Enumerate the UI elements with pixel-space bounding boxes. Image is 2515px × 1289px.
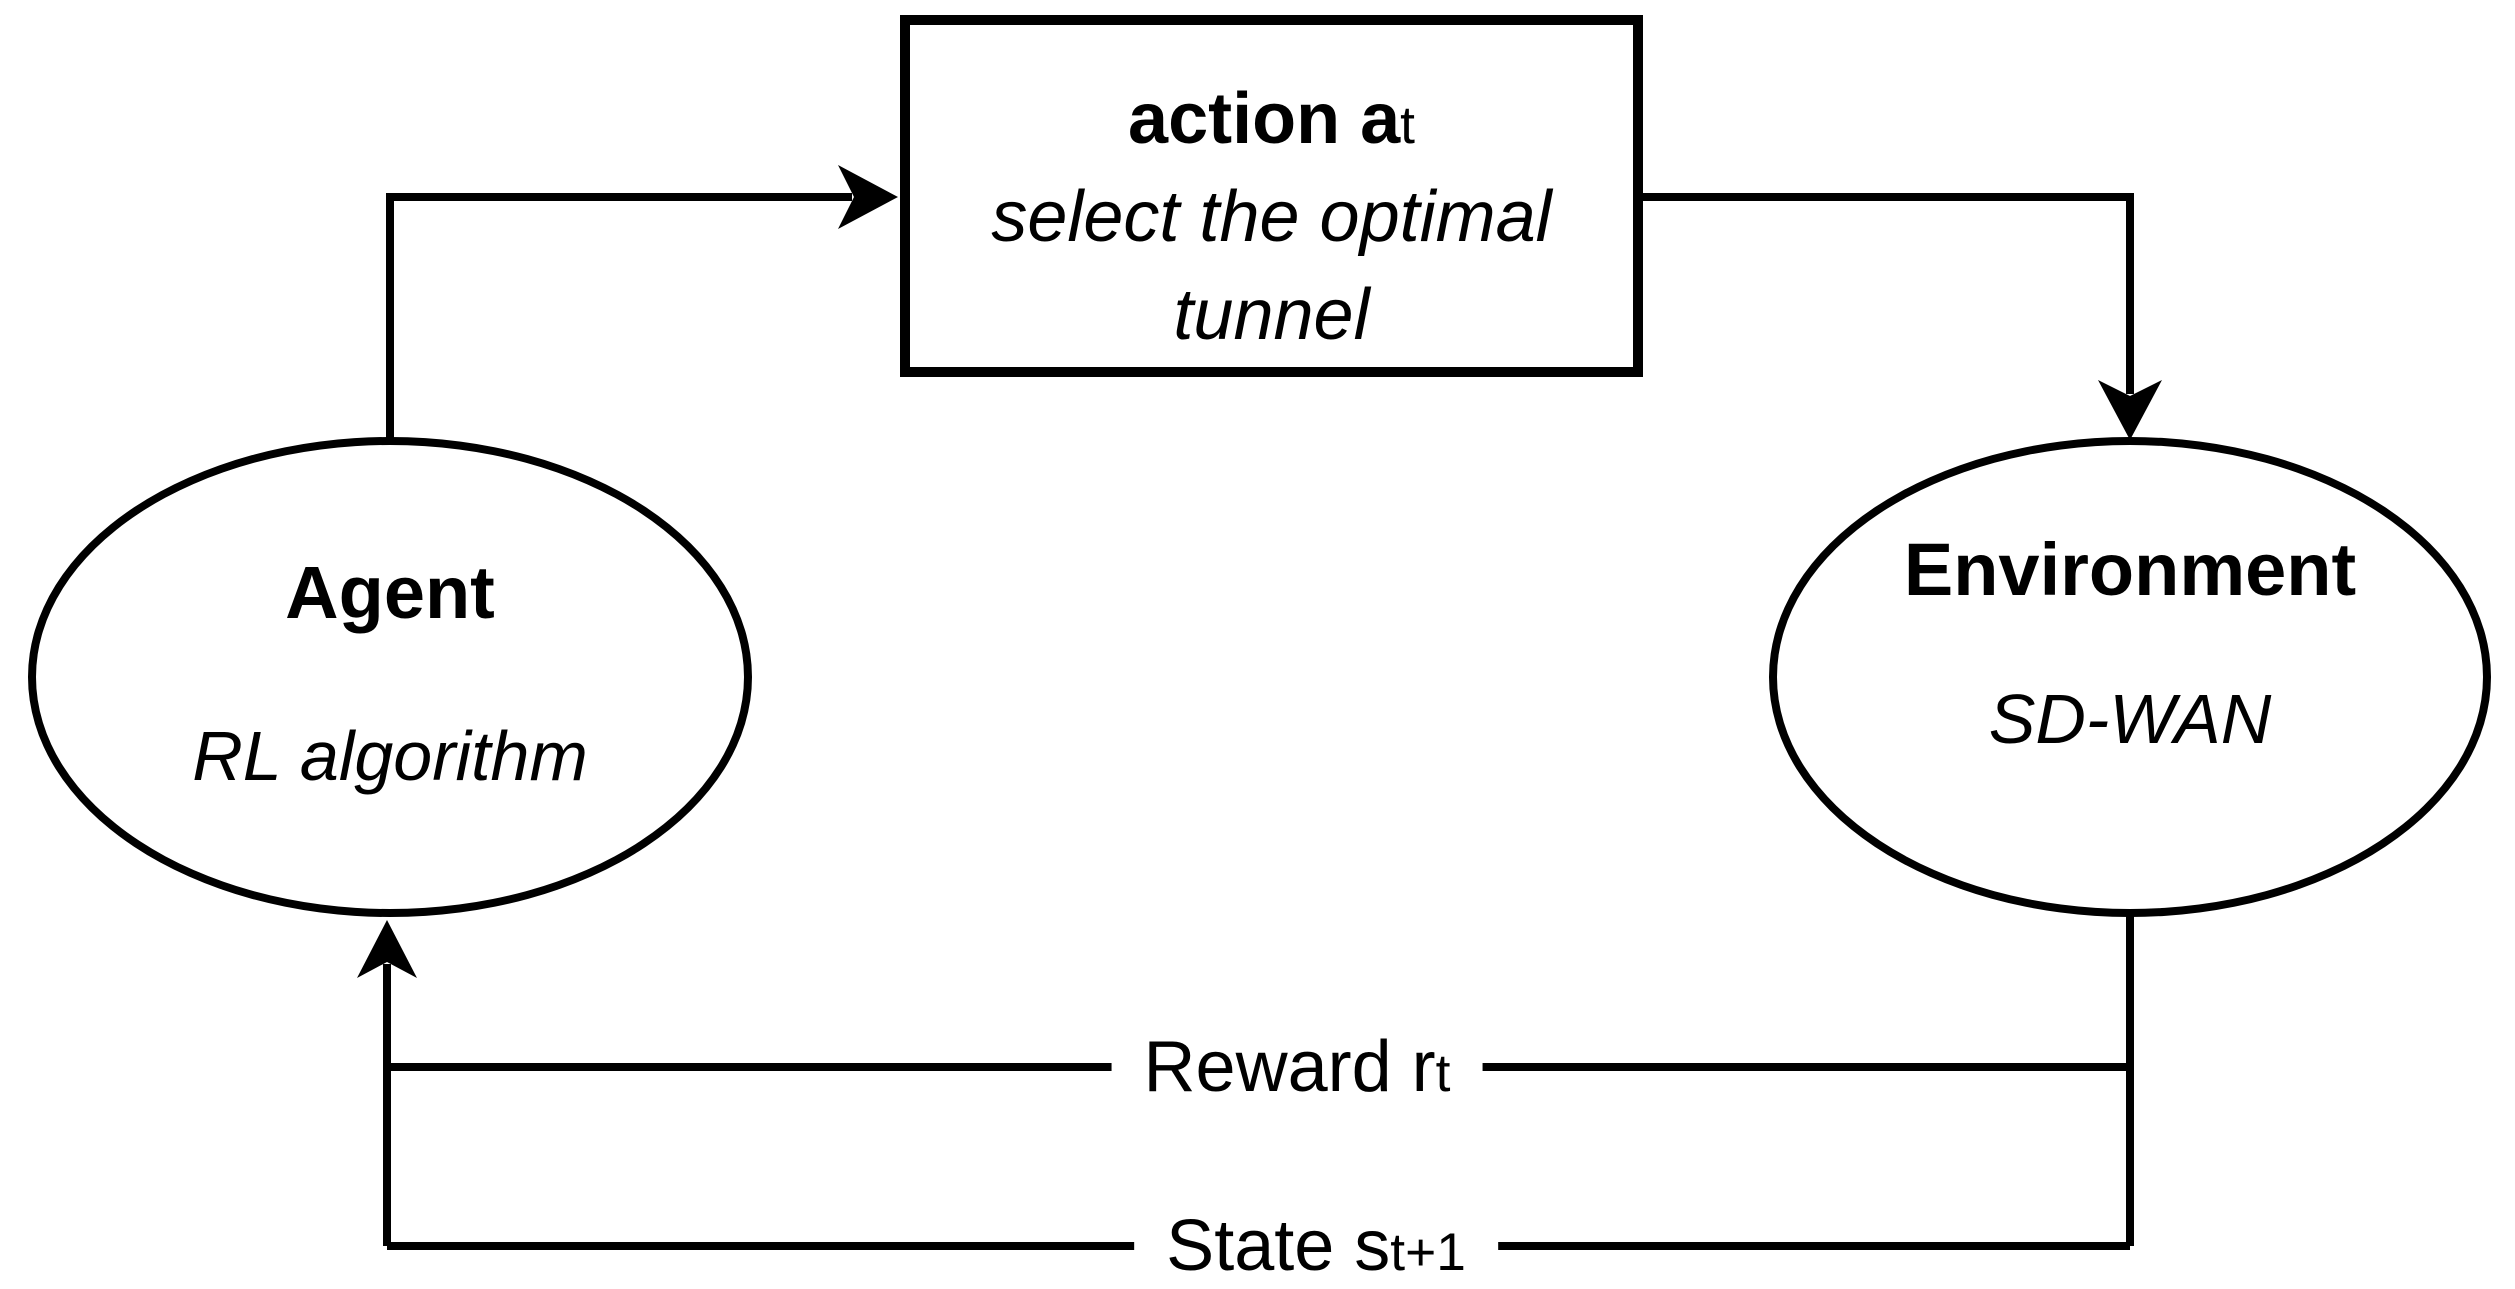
agent-title: Agent xyxy=(285,551,495,635)
action-node: action at select the optimal tunnel xyxy=(900,15,1643,377)
state-label-subscript: t+1 xyxy=(1390,1223,1466,1282)
arrowhead-right-icon xyxy=(838,165,898,229)
state-label: State st+1 xyxy=(1134,1204,1498,1288)
environment-subtitle: SD-WAN xyxy=(1988,679,2272,758)
action-title: action at xyxy=(1128,83,1415,155)
action-description-line1: select the optimal xyxy=(991,177,1552,257)
reward-label-subscript: t xyxy=(1435,1044,1451,1103)
arrowhead-up-icon xyxy=(357,920,417,978)
agent-subtitle: RL algorithm xyxy=(192,716,588,795)
reward-label-main: Reward r xyxy=(1143,1027,1436,1107)
action-title-main: action a xyxy=(1128,79,1401,159)
environment-title: Environment xyxy=(1903,528,2357,612)
environment-node: Environment SD-WAN xyxy=(1769,437,2491,917)
action-title-subscript: t xyxy=(1400,96,1415,155)
agent-node: Agent RL algorithm xyxy=(28,437,752,917)
action-description-line2: tunnel xyxy=(1173,275,1370,355)
action-to-environment-connector xyxy=(1643,193,2134,394)
state-label-main: State s xyxy=(1166,1206,1391,1286)
arrowhead-down-icon xyxy=(2098,380,2162,440)
reward-label: Reward rt xyxy=(1111,1025,1483,1109)
agent-to-action-connector xyxy=(386,193,852,445)
